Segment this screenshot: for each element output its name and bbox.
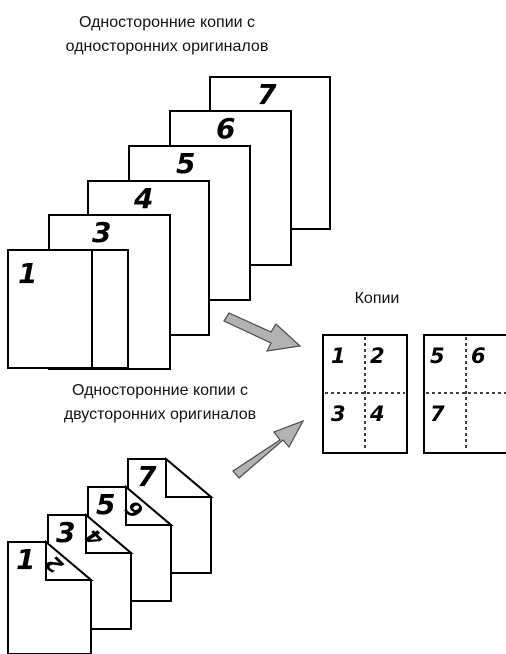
- original-page-number: 4: [133, 182, 153, 215]
- original-page-1: 1: [7, 249, 93, 369]
- original-page-number: 6: [216, 112, 235, 145]
- copy-cell-number: 2: [370, 344, 385, 368]
- copy-sheet-1: 1 2 3 4: [322, 334, 408, 454]
- single-sided-title-line2: односторонних оригиналов: [66, 38, 269, 55]
- copy-cell-number: 3: [331, 402, 346, 426]
- arrow-right-up-icon: [232, 419, 305, 479]
- single-sided-originals-stack: 7 6 5 4 3 2 1: [7, 76, 331, 370]
- copy-sheet-2: 5 6 7: [423, 334, 506, 454]
- copies-label: Копии: [355, 290, 400, 307]
- double-sided-originals-stack: 7 5 6 3 4 1 2: [7, 456, 214, 654]
- copy-cell-number: 1: [331, 344, 346, 368]
- copy-cell-number: 6: [471, 344, 486, 368]
- double-sided-title-line1: Односторонние копии с: [72, 382, 248, 399]
- original-page-number: 3: [92, 216, 111, 249]
- copy-cell-number: 4: [369, 402, 385, 426]
- copy-cell-number: 7: [430, 402, 445, 426]
- double-sided-title-line2: двусторонних оригиналов: [64, 406, 256, 423]
- single-sided-title-line1: Односторонние копии с: [79, 14, 255, 31]
- sheet-front-number: 1: [16, 543, 35, 576]
- arrow-right-down-icon: [223, 312, 302, 352]
- sheet-front-number: 5: [96, 488, 115, 521]
- copy-cell-number: 5: [430, 344, 445, 368]
- original-page-number: 5: [176, 147, 195, 180]
- double-sided-sheet-1: 1 2: [7, 539, 94, 654]
- original-page-number: 7: [257, 78, 277, 111]
- original-page-number: 1: [18, 257, 37, 290]
- sheet-front-number: 7: [137, 460, 157, 493]
- sheet-front-number: 3: [56, 516, 75, 549]
